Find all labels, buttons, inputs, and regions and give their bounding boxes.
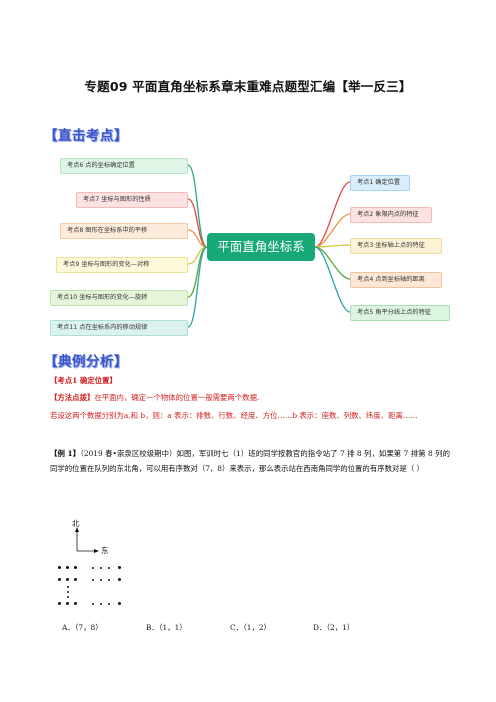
- mind-map-node-left-5: 考点10 坐标与图形的变化—旋转: [50, 290, 188, 306]
- ellipsis-dot: [67, 596, 69, 598]
- student-dot: [66, 602, 70, 606]
- student-dot: [118, 566, 122, 570]
- student-dot: [58, 602, 62, 606]
- ellipsis-dot: [108, 567, 110, 569]
- mind-map-node-left-2: 考点7 坐标与图形的性质: [76, 192, 188, 208]
- connector-right-1: [314, 181, 351, 248]
- option-d: D．（2，1）: [313, 623, 355, 632]
- student-dot: [58, 566, 62, 570]
- connector-right-3: [314, 244, 351, 248]
- mind-map-node-left-4: 考点9 坐标与图形的变化—对称: [56, 257, 188, 273]
- compass-arrows: [75, 527, 99, 553]
- ellipsis-dot: [100, 603, 102, 605]
- option-b: B．（1，1）: [146, 623, 187, 632]
- student-dot: [58, 578, 62, 582]
- mind-map-node-left-1: 考点6 点的坐标确定位置: [60, 158, 188, 174]
- student-dot: [66, 566, 70, 570]
- north-label: 北: [72, 519, 80, 528]
- page-title: 专题09 平面直角坐标系章末重难点题型汇编【举一反三】: [84, 79, 412, 94]
- student-dot: [66, 578, 70, 582]
- student-dot: [74, 566, 78, 570]
- example-label: 【例 1】: [50, 449, 81, 458]
- example-1: 【例 1】（2019 春•崇泉区校级期中）如图，军训时七（1）班的同学按教官的指…: [50, 446, 450, 476]
- ellipsis-dot: [67, 586, 69, 588]
- mind-map-node-right-3: 考点3 坐标轴上点的特征: [350, 238, 442, 254]
- student-dot: [74, 602, 78, 606]
- ellipsis-dot: [108, 579, 110, 581]
- ellipsis-dot: [108, 603, 110, 605]
- formation-figure: 北 东: [50, 518, 170, 608]
- method-detail: 若设这两个数据分别为a,和 b，则：a 表示：排数、行数、经度、方位……b 表示…: [50, 411, 418, 420]
- section-heading-key-points: 【直击考点】: [44, 128, 128, 144]
- point1-heading: 【考点1 确定位置】: [50, 376, 117, 385]
- example-text: （2019 春•崇泉区校级期中）如图，军训时七（1）班的同学按教官的指令站了 7…: [50, 449, 450, 473]
- student-dot: [118, 578, 122, 582]
- connector-left-2: [187, 198, 208, 248]
- student-dot: [118, 602, 122, 606]
- mind-map-node-right-1: 考点1 确定位置: [350, 175, 410, 191]
- connector-right-5: [314, 246, 351, 313]
- connector-left-6: [187, 246, 208, 328]
- mind-map-node-right-2: 考点2 象限内点的特征: [350, 207, 432, 223]
- mind-map-center: 平面直角坐标系: [207, 233, 315, 261]
- connector-left-3: [187, 229, 208, 248]
- mind-map-node-right-5: 考点5 角平分线上点的特征: [350, 305, 450, 321]
- mind-map-node-left-6: 考点11 点在坐标系内的移动规律: [50, 320, 188, 336]
- ellipsis-dot: [100, 567, 102, 569]
- method-label: 【方法点拨】: [50, 393, 95, 402]
- option-c: C．（1，2）: [230, 623, 271, 632]
- mind-map-node-left-3: 考点8 图形在坐标系中的平移: [60, 223, 188, 239]
- section-heading-examples: 【典例分析】: [44, 354, 128, 370]
- student-dot: [74, 578, 78, 582]
- option-a: A．（7，8）: [62, 623, 103, 632]
- mind-map-node-right-4: 考点4 点到坐标轴的距离: [350, 272, 442, 288]
- method-text: 在平面内，确定一个物体的位置一般需要两个数据.: [94, 393, 260, 402]
- ellipsis-dot: [92, 603, 94, 605]
- connector-left-1: [187, 164, 208, 248]
- ellipsis-dot: [92, 579, 94, 581]
- student-dots: [50, 518, 170, 608]
- ellipsis-dot: [67, 591, 69, 593]
- connector-right-2: [314, 213, 351, 248]
- ellipsis-dot: [92, 567, 94, 569]
- east-label: 东: [101, 546, 109, 555]
- ellipsis-dot: [100, 579, 102, 581]
- method-line: 【方法点拨】在平面内，确定一个物体的位置一般需要两个数据.: [50, 390, 450, 405]
